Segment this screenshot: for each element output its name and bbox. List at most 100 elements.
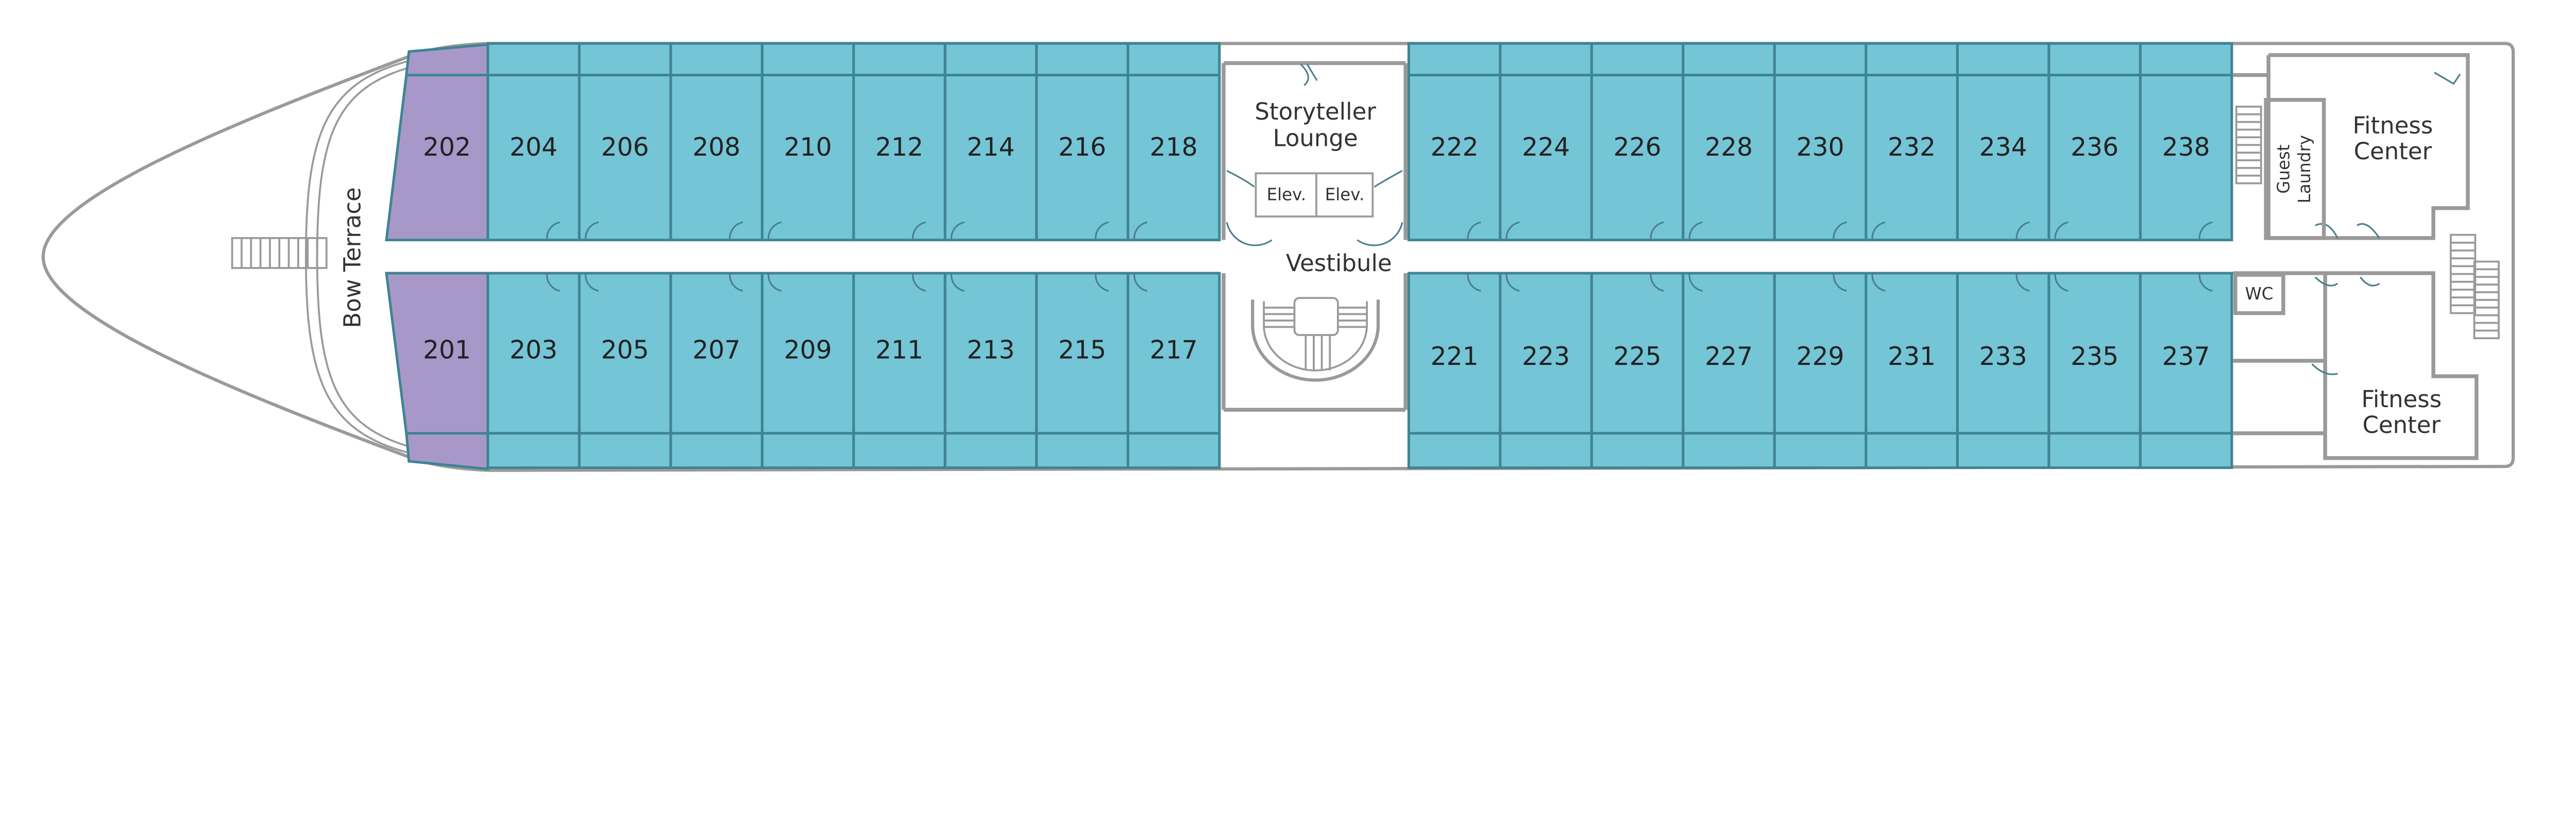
cabin-235[interactable]: 235 (2047, 272, 2142, 469)
cabin-number: 207 (692, 336, 740, 365)
cabin-224[interactable]: 224 (1499, 42, 1593, 242)
cabin-number: 212 (875, 133, 923, 162)
cabin-223[interactable]: 223 (1499, 272, 1593, 469)
cabin-number: 224 (1522, 133, 1570, 162)
fitness-upper-line2: Center (2354, 138, 2432, 165)
cabin-204[interactable]: 204 (486, 42, 581, 242)
cabin-area (852, 272, 946, 469)
cabin-231[interactable]: 231 (1865, 272, 1959, 469)
cabin-221[interactable]: 221 (1407, 272, 1502, 469)
door-icon (1650, 273, 1664, 292)
cabin-218[interactable]: 218 (1126, 42, 1221, 242)
bow-stairs-icon (231, 237, 328, 269)
elevators: Elev. Elev. (1226, 170, 1403, 246)
cabin-area (1590, 272, 1685, 469)
cabin-number: 229 (1797, 342, 1844, 371)
cabin-238[interactable]: 238 (2139, 42, 2233, 242)
cabin-225[interactable]: 225 (1590, 272, 1685, 469)
cabin-229[interactable]: 229 (1773, 272, 1868, 469)
cabin-number: 215 (1058, 336, 1106, 365)
door-icon (1133, 273, 1148, 292)
stairs-icon (2473, 260, 2500, 340)
cabin-211[interactable]: 211 (852, 272, 946, 469)
cabin-number: 216 (1058, 133, 1106, 162)
cabin-area (943, 272, 1038, 469)
door-icon (951, 273, 965, 292)
stern-area (2233, 53, 2479, 460)
cabin-237[interactable]: 237 (2139, 272, 2233, 469)
wc[interactable]: WC (2233, 273, 2285, 315)
cabin-area (1682, 272, 1776, 469)
door-icon (2015, 221, 2030, 240)
cabin-226[interactable]: 226 (1590, 42, 1685, 242)
cabin-205[interactable]: 205 (578, 272, 672, 469)
cabin-number: 203 (510, 336, 557, 365)
fitness-center-upper[interactable]: Fitness Center (2352, 112, 2433, 165)
cabin-area (578, 272, 672, 469)
door-icon (1505, 221, 1520, 240)
cabin-228[interactable]: 228 (1682, 42, 1776, 242)
cabin-233[interactable]: 233 (1956, 272, 2050, 469)
cabin-number: 206 (601, 133, 649, 162)
door-icon (1871, 273, 1886, 292)
door-icon (2198, 221, 2213, 240)
fitness-center-lower[interactable]: Fitness Center (2361, 386, 2442, 439)
door-icon (546, 221, 561, 240)
cabin-number: 225 (1614, 342, 1662, 371)
cabin-215[interactable]: 215 (1035, 272, 1129, 469)
cabin-area (1499, 272, 1593, 469)
grand-staircase-icon (1251, 297, 1380, 382)
cabin-201[interactable]: 201 (385, 272, 489, 471)
elevator-1-label: Elev. (1267, 185, 1307, 204)
cabin-number: 217 (1150, 336, 1198, 365)
bow-terrace-label: Bow Terrace (339, 187, 366, 328)
cabin-203[interactable]: 203 (486, 272, 581, 469)
cabin-202[interactable]: 202 (385, 43, 489, 242)
cabin-number: 233 (1979, 342, 2027, 371)
lounge-label-line2: Lounge (1273, 124, 1358, 152)
cabin-230[interactable]: 230 (1773, 42, 1868, 242)
door-icon (1467, 273, 1481, 292)
cabin-number: 223 (1522, 342, 1570, 371)
cabin-number: 234 (1979, 133, 2027, 162)
laundry-label-line2: Laundry (2295, 135, 2314, 203)
stairs-icon (2450, 233, 2477, 314)
cabin-206[interactable]: 206 (578, 42, 672, 242)
vestibule-label: Vestibule (1286, 249, 1392, 277)
door-icon (1833, 273, 1847, 292)
door-icon (1688, 273, 1703, 292)
cabin-216[interactable]: 216 (1035, 42, 1129, 242)
cabin-area (669, 272, 764, 469)
fitness-upper-line1: Fitness (2352, 112, 2433, 139)
cabin-236[interactable]: 236 (2047, 42, 2142, 242)
storyteller-lounge[interactable]: Storyteller Lounge (1222, 61, 1408, 412)
cabin-area (1773, 272, 1868, 469)
cabin-234[interactable]: 234 (1956, 42, 2050, 242)
cabin-210[interactable]: 210 (760, 42, 855, 242)
cabin-area (1956, 272, 2050, 469)
cabin-208[interactable]: 208 (669, 42, 764, 242)
cabin-232[interactable]: 232 (1865, 42, 1959, 242)
cabin-number: 213 (967, 336, 1015, 365)
cabin-number: 208 (692, 133, 740, 162)
guest-laundry[interactable]: Guest Laundry (2264, 98, 2326, 240)
cabin-number: 201 (423, 336, 471, 365)
door-icon (1467, 221, 1481, 240)
door-icon (1871, 221, 1886, 240)
cabin-number: 228 (1705, 133, 1753, 162)
cabin-227[interactable]: 227 (1682, 272, 1776, 469)
laundry-label-line1: Guest (2274, 144, 2293, 193)
cabin-213[interactable]: 213 (943, 272, 1038, 469)
lounge-label-line1: Storyteller (1255, 98, 1376, 125)
cabin-number: 235 (2071, 342, 2119, 371)
cabin-212[interactable]: 212 (852, 42, 946, 242)
cabin-222[interactable]: 222 (1407, 42, 1502, 242)
door-icon (729, 221, 743, 240)
cabin-number: 222 (1431, 133, 1479, 162)
cabin-217[interactable]: 217 (1126, 272, 1221, 469)
cabin-214[interactable]: 214 (943, 42, 1038, 242)
door-icon (1095, 273, 1109, 292)
cabin-207[interactable]: 207 (669, 272, 764, 469)
door-icon (1650, 221, 1664, 240)
cabin-209[interactable]: 209 (760, 272, 855, 469)
